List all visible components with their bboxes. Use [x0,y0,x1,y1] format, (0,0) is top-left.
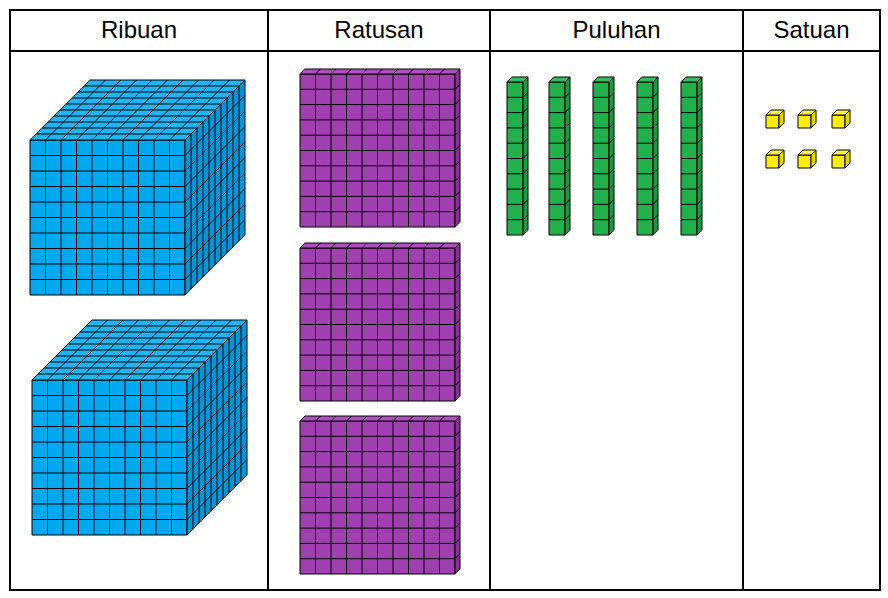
unit-cube [798,110,816,128]
ten-rod [593,77,614,235]
column-header-cell: Satuan [743,10,880,50]
header-row: Ribuan Ratusan Puluhan Satuan [10,10,880,50]
thousand-cube [32,320,247,535]
column-header: Satuan [773,18,849,42]
unit-cube [832,110,850,128]
table-frame [10,10,880,590]
column-header: Ribuan [101,18,177,42]
hundred-flat [300,416,460,574]
base-ten-blocks [30,69,850,574]
ten-rod [549,77,570,235]
column-header-cell: Ribuan [10,10,268,50]
column-header-cell: Puluhan [490,10,743,50]
unit-cube [766,110,784,128]
column-header-cell: Ratusan [268,10,490,50]
hundred-flat [300,243,460,401]
unit-cube [798,150,816,168]
unit-cube [832,150,850,168]
ten-rod [681,77,702,235]
unit-cube [766,150,784,168]
ten-rod [637,77,658,235]
hundred-flat [300,69,460,227]
column-header: Puluhan [572,18,660,42]
ten-rod [507,77,528,235]
column-header: Ratusan [334,18,423,42]
thousand-cube [30,80,245,295]
